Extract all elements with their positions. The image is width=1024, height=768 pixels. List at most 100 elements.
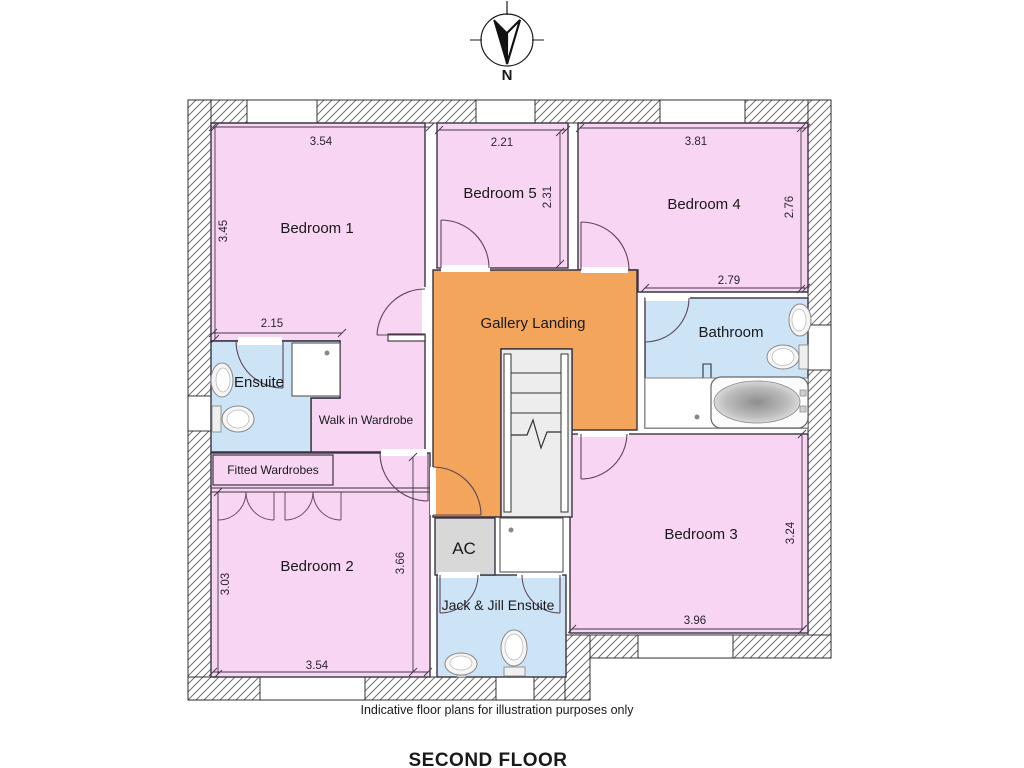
wardrobe-door-arc xyxy=(245,491,275,521)
room-bedroom4-label: Bedroom 4 xyxy=(667,196,740,213)
door-gap xyxy=(430,467,436,515)
shower-tray-jack-jill xyxy=(499,517,564,573)
room-bedroom2-label: Bedroom 2 xyxy=(280,558,353,575)
wall-right xyxy=(807,99,832,659)
dimension-line xyxy=(797,429,807,635)
dimension-line xyxy=(575,123,811,133)
dimension-label: 3.81 xyxy=(685,136,707,148)
shower-drain-icon xyxy=(694,414,700,420)
dimension-line xyxy=(208,328,347,338)
shower-drain-icon xyxy=(324,350,330,356)
door-gap xyxy=(578,431,629,437)
room-bathroom-label: Bathroom xyxy=(698,324,763,341)
door-gap xyxy=(438,572,480,578)
dimension-label: 3.54 xyxy=(306,660,329,672)
door-arc-bedroom1 xyxy=(376,288,426,336)
dimension-lines xyxy=(208,122,811,679)
toilet-icon xyxy=(766,344,809,370)
stairs xyxy=(503,353,569,513)
doors xyxy=(235,219,690,614)
door-arc-jack-jill-left xyxy=(439,574,479,614)
dimension-label: 2.76 xyxy=(784,196,796,218)
sink-icon xyxy=(210,362,234,398)
door-gap xyxy=(381,449,427,456)
dimension-label: 2.21 xyxy=(491,137,513,149)
wall-stub xyxy=(702,363,712,378)
dimension-label: 3.24 xyxy=(785,521,797,544)
door-arc-bedroom5 xyxy=(440,219,490,269)
wall-stubs xyxy=(387,333,712,378)
room-gallery-label: Gallery Landing xyxy=(480,315,585,332)
toilet-icon xyxy=(211,405,255,433)
room-ac-label: AC xyxy=(452,539,476,558)
room-bedroom1-label: Bedroom 1 xyxy=(280,220,353,237)
dimension-line xyxy=(796,123,806,294)
door-gap xyxy=(645,295,690,301)
stair-rail-left xyxy=(503,353,512,513)
north-label: N xyxy=(502,67,513,84)
dimension-line xyxy=(640,283,811,293)
dimension-line xyxy=(208,667,433,677)
dimension-label: 2.15 xyxy=(261,318,283,330)
fixtures xyxy=(210,303,812,678)
dimension-label: 2.31 xyxy=(542,186,554,208)
stair-rail-right xyxy=(560,353,569,513)
windows xyxy=(187,99,832,701)
dimension-line xyxy=(408,452,418,677)
sink-icon xyxy=(444,652,478,678)
compass: N xyxy=(470,1,544,84)
dimension-label: 3.54 xyxy=(310,136,333,148)
door-gap xyxy=(517,572,562,578)
stair-break-line xyxy=(511,418,561,450)
window-bedroom5 xyxy=(475,99,536,124)
dimension-label: 3.03 xyxy=(220,573,232,595)
wardrobe-door-arc xyxy=(284,491,314,521)
door-arc-ensuite xyxy=(235,340,284,389)
door-gaps xyxy=(238,265,690,578)
fitted-wardrobes-box xyxy=(212,454,334,486)
dimension-label: 3.96 xyxy=(684,615,706,627)
door-arc-bedroom3 xyxy=(580,433,628,480)
room-walk-in-wardrobe-label: Walk in Wardrobe xyxy=(319,413,414,427)
shower-drain-icon xyxy=(508,527,514,533)
window-bedroom3 xyxy=(637,634,734,659)
room-labels: Bedroom 1 Bedroom 5 Bedroom 4 Gallery La… xyxy=(227,185,763,613)
room-bedroom3-label: Bedroom 3 xyxy=(664,526,737,543)
dimension-line xyxy=(434,125,571,135)
wall-stub xyxy=(387,333,426,342)
room-jack-jill-label: Jack & Jill Ensuite xyxy=(442,597,555,613)
toilet-icon xyxy=(500,629,528,677)
compass-ring xyxy=(480,13,534,67)
dimension-label: 3.66 xyxy=(395,552,407,574)
door-gap xyxy=(238,337,282,345)
north-needle-half-icon xyxy=(505,19,522,65)
dimension-label: 3.45 xyxy=(218,220,230,242)
door-arc-bedroom2 xyxy=(379,452,429,502)
window-jack-jill xyxy=(495,676,535,701)
compass-center-dot xyxy=(503,37,507,41)
fitted-wardrobes xyxy=(211,454,430,521)
wall-step-connector xyxy=(564,634,591,701)
dimension-line xyxy=(208,122,435,132)
room-bedroom3 xyxy=(569,433,809,634)
window-bedroom4 xyxy=(659,99,746,124)
room-bedroom5 xyxy=(436,122,569,269)
door-arc-jack-jill-right xyxy=(521,574,561,614)
window-bedroom2 xyxy=(259,676,366,701)
window-bedroom1 xyxy=(246,99,318,124)
rooms xyxy=(210,122,809,678)
door-arc-gallery xyxy=(432,466,482,516)
floor-title: SECOND FLOOR xyxy=(408,750,567,768)
room-bedroom2 xyxy=(210,452,431,678)
wardrobe-door-arc xyxy=(312,491,342,521)
dimension-line xyxy=(213,487,223,679)
dimension-line xyxy=(210,122,220,344)
dimension-line xyxy=(555,127,565,269)
door-gap xyxy=(441,265,490,272)
dimension-labels: 3.54 2.21 3.81 2.79 2.15 3.54 3.96 3.45 … xyxy=(218,136,797,672)
ac-closet xyxy=(434,517,496,576)
sink-icon xyxy=(788,303,812,337)
window-ensuite xyxy=(187,395,212,432)
